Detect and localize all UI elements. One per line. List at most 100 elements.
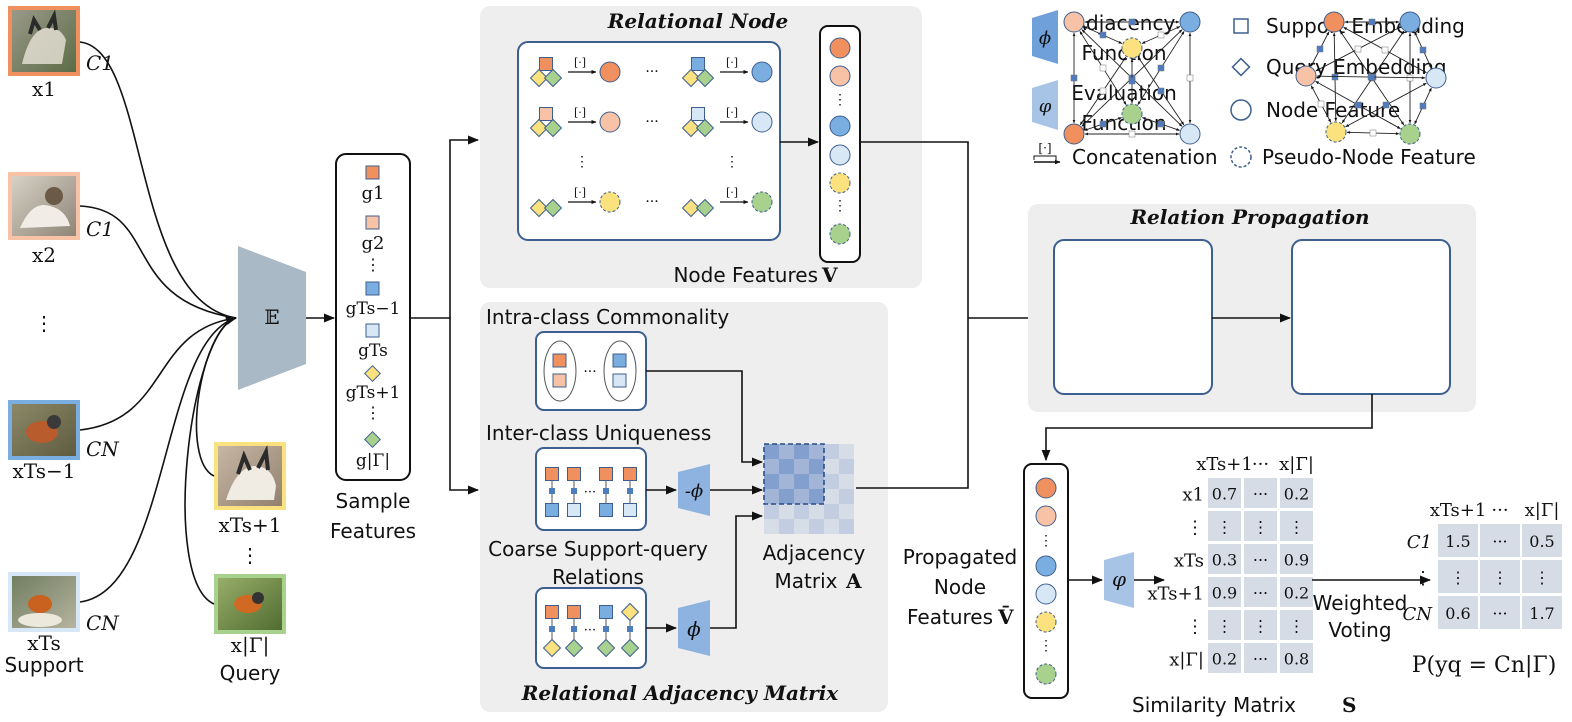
adjacency-cell	[839, 489, 854, 504]
svg-text:[·]: [·]	[1038, 141, 1051, 155]
cell-value: ⋮	[1217, 617, 1233, 636]
svg-text:ϕ: ϕ	[1039, 28, 1051, 49]
matrix-cell	[1438, 524, 1478, 557]
svg-text:⋮: ⋮	[725, 154, 739, 170]
support-label: xTs−1	[13, 459, 76, 483]
feature-label: gTs	[358, 341, 388, 361]
adjacency-cell	[764, 489, 779, 504]
legend-label: Support Embedding	[1266, 14, 1465, 38]
connector	[1041, 394, 1373, 462]
query-caption: Query	[220, 661, 281, 685]
column-header: xTs+1	[1430, 500, 1487, 521]
node-features-var: V	[821, 263, 838, 287]
concat-symbol: [·]	[574, 186, 586, 199]
pseudo-node	[1399, 123, 1421, 145]
node-feature-icon	[1230, 99, 1252, 121]
legend-label: Adjacency	[1073, 11, 1176, 35]
adjacency-cell	[764, 459, 779, 474]
node-feature	[599, 111, 621, 133]
legend-label: Query Embedding	[1266, 55, 1447, 79]
adjacency-cell	[794, 489, 809, 504]
cell-value: 1.5	[1445, 532, 1470, 551]
pseudo-node	[1325, 121, 1347, 143]
row-label: C1	[1407, 532, 1432, 553]
adjacency-cell	[809, 489, 824, 504]
pseudo-node-feature	[829, 223, 851, 245]
svg-text:···: ···	[583, 364, 596, 380]
varphi-label: φ	[1112, 567, 1126, 591]
cell-value: ⋮	[1253, 617, 1269, 636]
matrix-cell	[1480, 560, 1520, 593]
query-embedding	[529, 118, 549, 138]
support-embedding	[539, 107, 553, 121]
cell-value: 0.8	[1284, 650, 1309, 669]
propagated-features: ⋮ ⋮ Propagated Node Features V̄	[903, 463, 1069, 699]
query-embedding	[543, 68, 563, 88]
adjacency-cell	[809, 474, 824, 489]
adjacency-cell	[839, 474, 854, 489]
matrix-cell	[1522, 560, 1562, 593]
matrix-cell	[1208, 610, 1241, 640]
node-feature	[829, 65, 851, 87]
adjacency-cell	[839, 459, 854, 474]
feature-label: g2	[362, 233, 385, 254]
feature-label: g1	[362, 183, 385, 204]
adjacency-cell	[839, 504, 854, 519]
feature-label: gTs+1	[346, 383, 401, 403]
row-label: xTs+1	[1147, 584, 1204, 605]
relational-node-title: Relational Node	[607, 9, 788, 33]
adjacency-cell	[764, 474, 779, 489]
matrix-cell	[1480, 596, 1520, 629]
input-connectors	[79, 41, 238, 605]
adjacency-matrix	[763, 443, 854, 534]
svg-text:⋮: ⋮	[365, 255, 381, 274]
sample-features-caption: Features	[330, 519, 416, 543]
query-embedding	[529, 198, 549, 218]
graph-node	[1425, 67, 1447, 89]
cell-value: ···	[1253, 485, 1268, 504]
cell-value: ⋮	[1450, 568, 1466, 587]
adjacency-function-icon	[1032, 10, 1058, 64]
evaluation-function	[1104, 552, 1134, 608]
cell-value: ⋮	[1534, 568, 1550, 587]
adjacency-cell	[809, 504, 824, 519]
cell-value: ···	[1253, 551, 1268, 570]
column-header: ···	[1491, 500, 1508, 521]
cell-value: ⋮	[1492, 568, 1508, 587]
cell-value: 0.9	[1284, 551, 1309, 570]
adjacency-matrix-label: Matrix	[775, 569, 838, 593]
class-label: C1	[86, 51, 114, 75]
svg-text:⋮: ⋮	[833, 92, 847, 108]
cell-value: 0.2	[1284, 584, 1309, 603]
matrix-cell	[1244, 478, 1277, 508]
support-embedding	[567, 467, 581, 481]
support-embedding-icon	[1233, 18, 1249, 34]
cell-value: ⋮	[1289, 617, 1305, 636]
cell-value: 0.9	[1212, 584, 1237, 603]
support-image-4	[8, 572, 80, 632]
cell-value: ···	[1253, 650, 1268, 669]
matrix-cell	[1208, 478, 1241, 508]
class-label: CN	[86, 437, 120, 461]
encoder: 𝔼	[238, 246, 306, 390]
support-embedding	[539, 57, 553, 71]
support-embedding	[545, 605, 559, 619]
node-feature	[751, 111, 773, 133]
query-image-2	[214, 574, 286, 634]
column-header: xTs+1	[1196, 454, 1253, 475]
graph-node	[1295, 65, 1317, 87]
concat-symbol: [·]	[574, 56, 586, 69]
adjacency-matrix-label: Adjacency	[763, 541, 866, 565]
node-features-label: Node Features	[673, 263, 818, 287]
adjacency-cell	[824, 474, 839, 489]
matrix-cell	[1244, 610, 1277, 640]
adjacency-cell	[794, 459, 809, 474]
support-embedding	[599, 503, 613, 517]
support-embedding	[691, 107, 705, 121]
support-label: x2	[32, 243, 56, 267]
query-ellipsis: ⋮	[240, 543, 260, 567]
adjacency-cell	[824, 444, 839, 459]
propagated-label: Node	[934, 575, 986, 599]
query-label: x|Γ|	[231, 633, 270, 658]
